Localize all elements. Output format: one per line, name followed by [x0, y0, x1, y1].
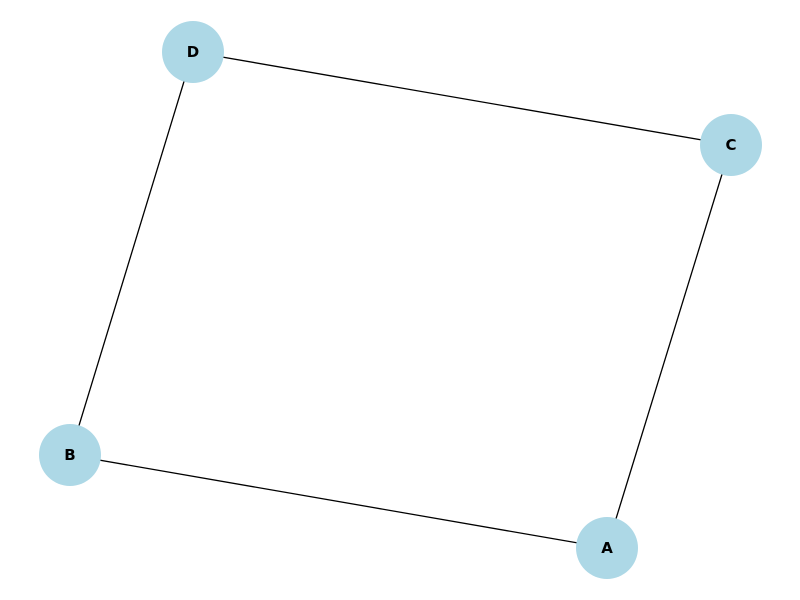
- node-d-label: D: [187, 43, 199, 61]
- node-c-label: C: [725, 136, 736, 154]
- node-b-circle: [39, 424, 101, 486]
- edge-c-d: [192, 51, 732, 146]
- edge-a-c: [606, 144, 732, 549]
- node-a: A: [576, 517, 638, 579]
- edge-a-b: [69, 454, 608, 549]
- node-b-label: B: [64, 446, 75, 464]
- node-c: C: [700, 114, 762, 176]
- node-d: D: [162, 21, 224, 83]
- node-c-circle: [700, 114, 762, 176]
- nodes-layer: A B C D: [39, 21, 762, 579]
- edges-layer: [69, 51, 732, 549]
- edge-b-d: [69, 51, 194, 456]
- node-a-circle: [576, 517, 638, 579]
- node-a-label: A: [601, 539, 613, 557]
- node-d-circle: [162, 21, 224, 83]
- node-b: B: [39, 424, 101, 486]
